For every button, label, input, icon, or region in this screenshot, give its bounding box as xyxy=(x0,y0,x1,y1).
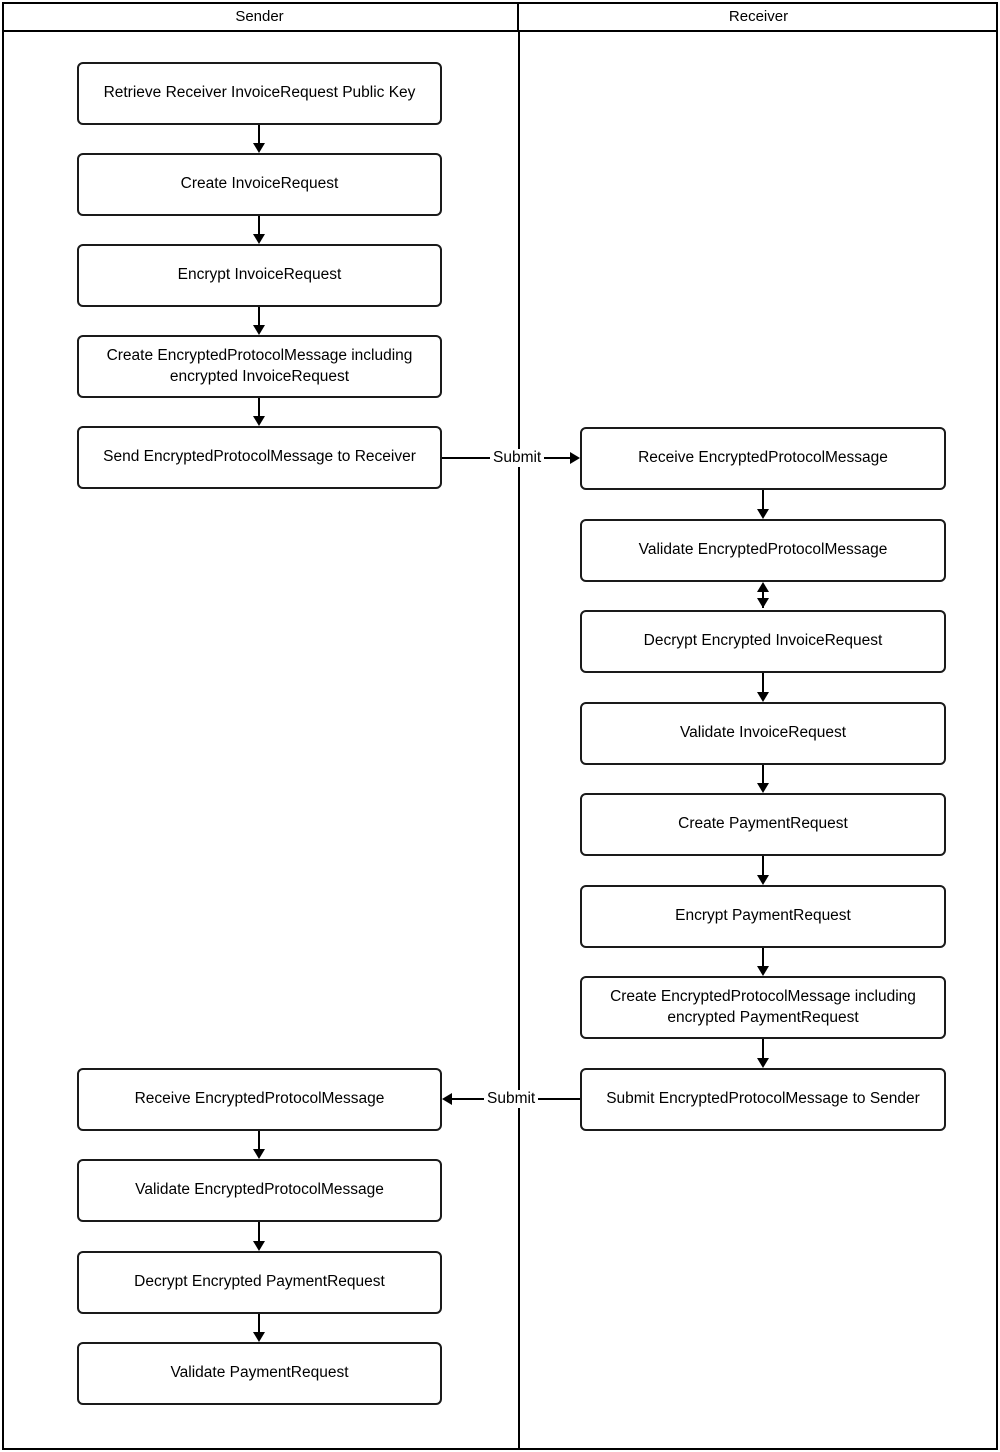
arrow-head-r4-r5-icon xyxy=(757,783,769,793)
connector-r7-r8 xyxy=(762,1039,764,1059)
arrow-head-s4-s5-icon xyxy=(253,416,265,426)
connector-s7-s8 xyxy=(258,1222,260,1242)
node-create-epm-paymentrequest[interactable]: Create EncryptedProtocolMessage includin… xyxy=(580,976,946,1039)
arrow-head-s1-s2-icon xyxy=(253,143,265,153)
node-validate-paymentrequest[interactable]: Validate PaymentRequest xyxy=(77,1342,442,1405)
node-sender-validate-epm[interactable]: Validate EncryptedProtocolMessage xyxy=(77,1159,442,1222)
node-retrieve-receiver-public-key[interactable]: Retrieve Receiver InvoiceRequest Public … xyxy=(77,62,442,125)
node-submit-epm-to-sender[interactable]: Submit EncryptedProtocolMessage to Sende… xyxy=(580,1068,946,1131)
connector-s3-s4 xyxy=(258,307,260,326)
node-receiver-validate-epm[interactable]: Validate EncryptedProtocolMessage xyxy=(580,519,946,582)
arrow-head-r5-r6-icon xyxy=(757,875,769,885)
node-receiver-receive-epm[interactable]: Receive EncryptedProtocolMessage xyxy=(580,427,946,490)
connector-s2-s3 xyxy=(258,216,260,235)
arrow-head-s2-s3-icon xyxy=(253,234,265,244)
connector-r2-r3-bidirectional xyxy=(762,584,764,608)
node-encrypt-invoicerequest[interactable]: Encrypt InvoiceRequest xyxy=(77,244,442,307)
arrow-head-r3-r4-icon xyxy=(757,692,769,702)
connector-s1-s2 xyxy=(258,125,260,144)
arrow-head-submit-left-icon xyxy=(442,1093,452,1105)
node-sender-receive-epm[interactable]: Receive EncryptedProtocolMessage xyxy=(77,1068,442,1131)
lane-divider xyxy=(518,32,520,1450)
edge-label-submit-outbound: Submit xyxy=(490,449,545,467)
edge-label-submit-inbound: Submit xyxy=(484,1090,539,1108)
arrow-head-s8-s9-icon xyxy=(253,1332,265,1342)
connector-s4-s5 xyxy=(258,398,260,417)
node-decrypt-encrypted-paymentrequest[interactable]: Decrypt Encrypted PaymentRequest xyxy=(77,1251,442,1314)
arrow-head-submit-right-icon xyxy=(570,452,580,464)
arrow-head-r6-r7-icon xyxy=(757,966,769,976)
arrow-head-r7-r8-icon xyxy=(757,1058,769,1068)
connector-s6-s7 xyxy=(258,1131,260,1150)
node-send-epm-to-receiver[interactable]: Send EncryptedProtocolMessage to Receive… xyxy=(77,426,442,489)
lane-header-receiver: Receiver xyxy=(728,7,789,25)
connector-r3-r4 xyxy=(762,673,764,693)
arrow-head-r1-r2-icon xyxy=(757,509,769,519)
lane-header-sender: Sender xyxy=(2,2,519,30)
node-decrypt-encrypted-invoicerequest[interactable]: Decrypt Encrypted InvoiceRequest xyxy=(580,610,946,673)
arrow-head-r2-r3-down-icon xyxy=(757,598,769,608)
node-validate-invoicerequest[interactable]: Validate InvoiceRequest xyxy=(580,702,946,765)
node-create-invoicerequest[interactable]: Create InvoiceRequest xyxy=(77,153,442,216)
arrow-head-s3-s4-icon xyxy=(253,325,265,335)
arrow-head-r3-r2-up-icon xyxy=(757,582,769,592)
arrow-head-s7-s8-icon xyxy=(253,1241,265,1251)
connector-r4-r5 xyxy=(762,765,764,784)
arrow-head-s6-s7-icon xyxy=(253,1149,265,1159)
node-encrypt-paymentrequest[interactable]: Encrypt PaymentRequest xyxy=(580,885,946,948)
connector-r6-r7 xyxy=(762,948,764,967)
node-create-epm-invoicerequest[interactable]: Create EncryptedProtocolMessage includin… xyxy=(77,335,442,398)
connector-r1-r2 xyxy=(762,490,764,509)
connector-r5-r6 xyxy=(762,856,764,876)
connector-s8-s9 xyxy=(258,1314,260,1333)
node-create-paymentrequest[interactable]: Create PaymentRequest xyxy=(580,793,946,856)
swimlane-header-row: Sender Receiver xyxy=(2,2,998,32)
